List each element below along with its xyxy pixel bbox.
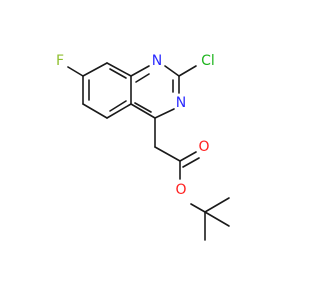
bond [82, 62, 108, 77]
bond [130, 103, 156, 119]
bond [164, 65, 180, 77]
bond [135, 73, 150, 83]
atom-label-o-ester: O [175, 182, 186, 198]
bond-layer [67, 62, 230, 241]
bond [182, 157, 200, 168]
atom-label-n3: N [176, 95, 186, 111]
atom-label-cl: Cl [201, 53, 215, 69]
bond [178, 65, 197, 77]
bond [106, 62, 132, 77]
bond [106, 103, 132, 119]
bond [204, 197, 230, 213]
atom-label-f: F [56, 53, 64, 69]
bond [109, 100, 127, 112]
bond [130, 65, 150, 77]
bond [67, 66, 84, 77]
bond [154, 108, 175, 119]
atom-label-layer: N N Cl F O O [56, 53, 215, 198]
bond [204, 211, 230, 227]
molecule-structure: N N Cl F O O [56, 53, 230, 241]
bond [190, 203, 206, 213]
atom-label-o-carbonyl: O [198, 139, 209, 155]
atom-label-n1: N [152, 53, 162, 69]
bond [134, 102, 152, 113]
bond [82, 103, 108, 119]
bond [109, 68, 127, 79]
bond [179, 151, 197, 162]
bond [154, 146, 181, 162]
